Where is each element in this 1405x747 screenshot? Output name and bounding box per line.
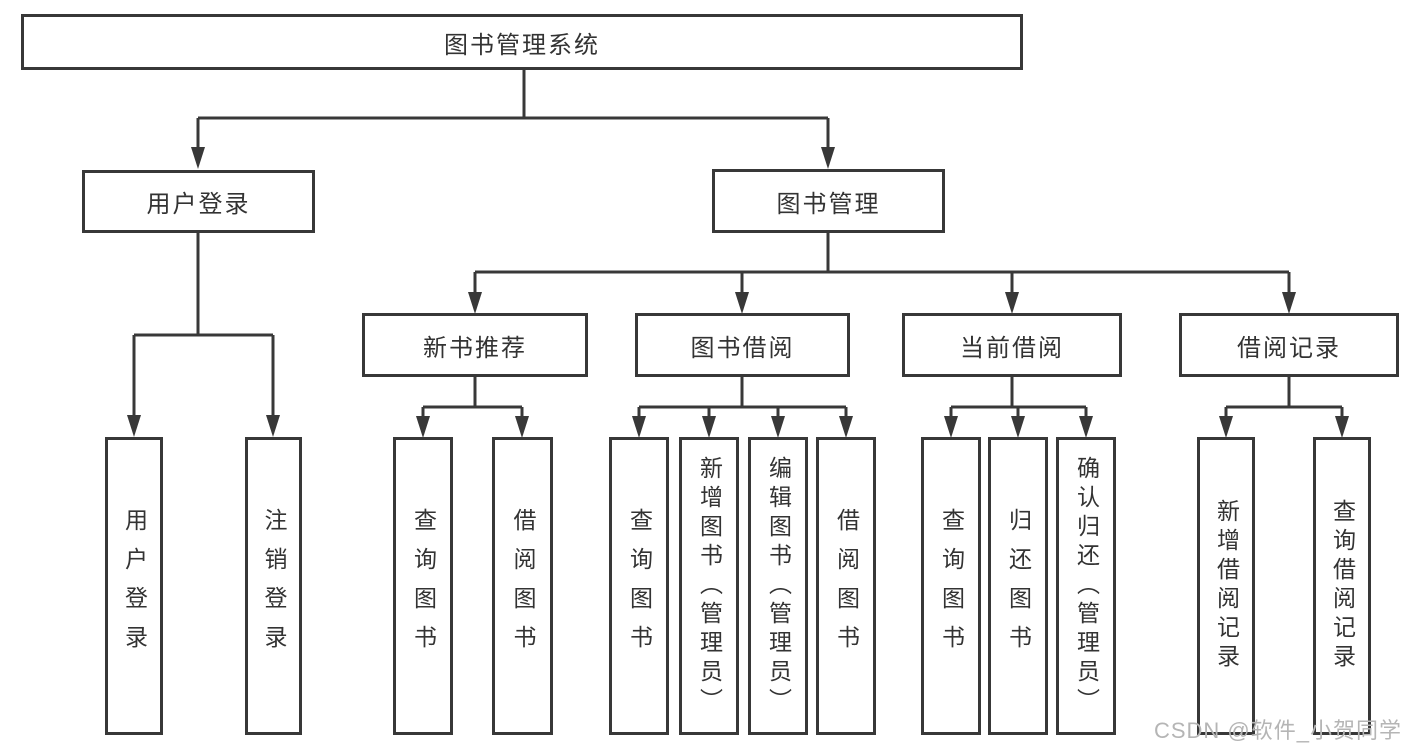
leaf-cb-query-books: 查询图书 — [921, 437, 981, 735]
leaf-nr-query-books: 查询图书 — [393, 437, 453, 735]
leaf-bb-add-books-admin: 新增图书（管理员） — [679, 437, 739, 735]
arrowhead-cb-confirm — [1079, 416, 1093, 438]
leaf-ul-logout: 注销登录 — [245, 437, 302, 735]
arrowhead-cb-query — [944, 416, 958, 438]
arrowhead-borrow-records — [1282, 292, 1296, 314]
connector-user-login-branch — [132, 233, 275, 415]
leaf-cb-confirm-return-admin: 确认归还（管理员） — [1056, 437, 1116, 735]
leaf-nr-borrow-books: 借阅图书 — [492, 437, 553, 735]
node-borrow-records: 借阅记录 — [1179, 313, 1399, 377]
arrowhead-current-borrow — [1005, 292, 1019, 314]
arrowhead-new-book-recommend — [468, 292, 482, 314]
arrowhead-nr-query — [416, 416, 430, 438]
node-current-borrow: 当前借阅 — [902, 313, 1122, 377]
csdn-watermark: CSDN @软件_小贺同学 — [1153, 718, 1402, 743]
leaf-br-query-record: 查询借阅记录 — [1313, 437, 1371, 735]
connector-current-borrow-branch — [949, 377, 1088, 416]
connector-new-book-recommend-branch — [421, 377, 524, 416]
arrowhead-bb-query — [632, 416, 646, 438]
arrowhead-cb-return — [1011, 416, 1025, 438]
leaf-bb-borrow-books: 借阅图书 — [816, 437, 876, 735]
connector-book-management-branch — [473, 233, 1291, 292]
node-new-book-recommend: 新书推荐 — [362, 313, 588, 377]
connector-root-branch — [196, 70, 830, 147]
arrowhead-book-borrow — [735, 292, 749, 314]
arrowhead-ul-logout — [266, 415, 280, 437]
arrowhead-br-query — [1335, 416, 1349, 438]
arrowhead-br-add — [1219, 416, 1233, 438]
node-user-login: 用户登录 — [82, 170, 315, 233]
arrowhead-nr-borrow — [515, 416, 529, 438]
leaf-ul-user-login: 用户登录 — [105, 437, 163, 735]
arrowhead-ul-login — [127, 415, 141, 437]
arrowhead-book-management — [821, 147, 835, 169]
leaf-cb-return-books: 归还图书 — [988, 437, 1048, 735]
arrowhead-bb-borrow — [839, 416, 853, 438]
arrowhead-bb-add — [702, 416, 716, 438]
arrowhead-bb-edit — [771, 416, 785, 438]
node-book-borrow: 图书借阅 — [635, 313, 850, 377]
node-root-system: 图书管理系统 — [21, 14, 1023, 70]
connector-borrow-records-branch — [1224, 377, 1344, 416]
node-book-management: 图书管理 — [712, 169, 945, 233]
leaf-bb-edit-books-admin: 编辑图书（管理员） — [748, 437, 808, 735]
leaf-br-add-record: 新增借阅记录 — [1197, 437, 1255, 735]
arrowhead-user-login — [191, 147, 205, 169]
leaf-bb-query-books: 查询图书 — [609, 437, 669, 735]
connector-book-borrow-branch — [637, 377, 848, 416]
